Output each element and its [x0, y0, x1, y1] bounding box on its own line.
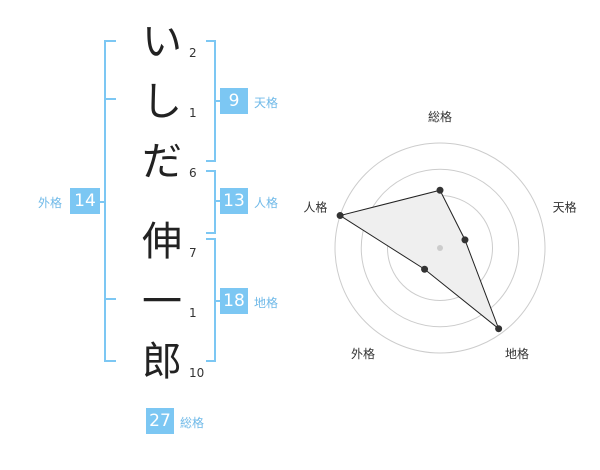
radar-ring: [360, 168, 520, 328]
gaikaku-connector: [96, 201, 106, 203]
gaikaku-badge: 14: [70, 188, 100, 214]
jinkaku-label: 人格: [254, 196, 279, 210]
radar-center-point: [437, 245, 443, 251]
radar-point: [421, 265, 429, 273]
axis-label-soukaku: 総格: [428, 110, 452, 124]
radar-point: [336, 212, 344, 220]
name-char: い: [142, 19, 182, 65]
jinkaku-badge: 13: [220, 188, 248, 214]
stroke-count: 7: [189, 246, 197, 260]
gaikaku-label: 外格: [38, 196, 63, 210]
radar-ring: [334, 142, 546, 354]
name-char: 伸: [142, 219, 182, 265]
tenkaku-badge: 9: [220, 88, 248, 114]
axis-label-gaikaku: 外格: [351, 346, 375, 361]
radar-point: [495, 325, 503, 333]
jinkaku-bracket: [206, 170, 216, 234]
chikaku-connector: [214, 300, 222, 302]
tenkaku-label: 天格: [254, 96, 279, 110]
name-char: 一: [142, 279, 182, 325]
stroke-count: 6: [189, 166, 197, 180]
tenkaku-connector: [214, 100, 222, 102]
soukaku-label: 総格: [180, 416, 205, 430]
axis-label-chikaku: 地格: [505, 346, 529, 361]
name-char: 郎: [142, 339, 182, 385]
stroke-count: 10: [189, 366, 205, 380]
jinkaku-connector: [214, 200, 222, 202]
gaikaku-tick: [104, 298, 116, 300]
radar-points: [336, 186, 503, 333]
radar-chart: 総格 天格 地格 外格 人格: [303, 110, 577, 361]
chikaku-label: 地格: [254, 296, 279, 310]
name-char: し: [142, 79, 182, 125]
radar-area: [338, 189, 500, 331]
axis-label-jinkaku: 人格: [303, 200, 327, 215]
axis-label-tenkaku: 天格: [553, 200, 577, 215]
stroke-count: 1: [189, 306, 197, 320]
radar-point: [461, 236, 469, 244]
gaikaku-tick: [104, 98, 116, 100]
stroke-count: 2: [189, 46, 197, 60]
soukaku-badge: 27: [146, 408, 174, 434]
stroke-count: 1: [189, 106, 197, 120]
name-char: だ: [142, 139, 182, 185]
chikaku-badge: 18: [220, 288, 248, 314]
radar-point: [436, 186, 444, 194]
